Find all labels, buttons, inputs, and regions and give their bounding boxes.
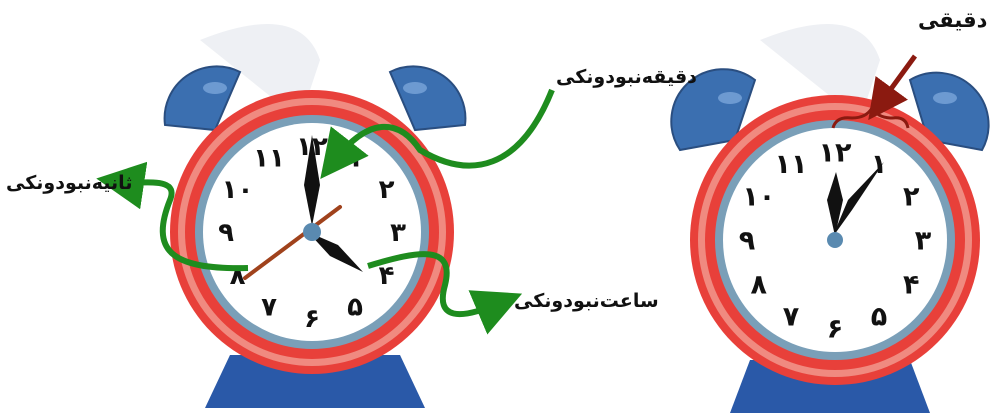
left-numeral-1: ۱ [347, 144, 363, 174]
left-numeral-5: ۵ [347, 293, 363, 323]
five-minutes-label: ۵ دقیقی [918, 8, 995, 32]
left-numeral-7: ۷ [261, 293, 277, 323]
left-numeral-2: ۲ [379, 175, 395, 205]
left-numeral-10: ۱۰ [222, 175, 254, 205]
right-clock-center-pin [827, 232, 843, 248]
right-numeral-11: ۱۱ [775, 149, 808, 180]
right-numeral-3: ۳ [915, 225, 932, 256]
left-clock-right-bell [390, 66, 465, 130]
right-numeral-6: ۶ [827, 313, 843, 344]
right-numeral-2: ۲ [903, 181, 920, 212]
right-numeral-12: ۱۲ [819, 137, 852, 168]
second-hand-label: ثانیه‌نبودونکی [6, 172, 132, 194]
left-clock-center-pin [303, 223, 321, 241]
right-numeral-9: ۹ [739, 225, 755, 256]
left-numeral-3: ۳ [390, 218, 406, 248]
hour-hand-label: ساعت‌نبودونکی [514, 290, 659, 312]
left-numeral-4: ۴ [379, 261, 395, 291]
right-numeral-8: ۸ [751, 269, 768, 300]
right-numeral-5: ۵ [871, 302, 887, 333]
right-numeral-10: ۱۰ [742, 181, 775, 212]
right-numeral-4: ۴ [903, 269, 919, 300]
left-numeral-11: ۱۱ [253, 144, 285, 174]
left-numeral-9: ۹ [218, 218, 234, 248]
right-numeral-7: ۷ [783, 302, 800, 333]
left-numeral-6: ۶ [304, 304, 320, 334]
minute-hand-label: دقیقه‌نبودونکی [556, 66, 697, 88]
